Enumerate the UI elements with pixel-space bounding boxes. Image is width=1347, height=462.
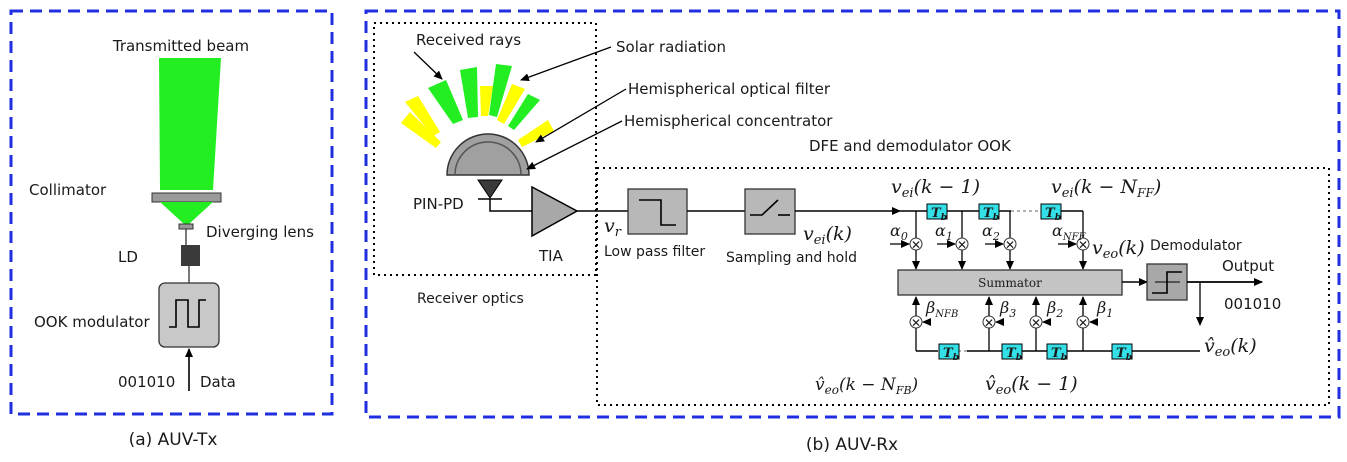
hemispherical-concentrator xyxy=(454,141,522,176)
hemispherical-concentrator-label: Hemispherical concentrator xyxy=(624,112,833,130)
svg-text:✕: ✕ xyxy=(1031,316,1041,330)
received-ray xyxy=(460,67,478,118)
alpha0-label: α0 xyxy=(890,221,908,243)
collimator xyxy=(151,192,222,203)
svg-text:✕: ✕ xyxy=(957,238,967,252)
vhat-eo-k-nfb-label: v̂eo(k − NFB) xyxy=(815,375,918,397)
tx-bits-label: 001010 xyxy=(118,373,175,391)
ld-label: LD xyxy=(118,248,138,266)
receiver-optics-label: Receiver optics xyxy=(417,291,524,307)
transmitted-beam-label: Transmitted beam xyxy=(112,37,249,55)
received-rays-arrow xyxy=(413,51,443,80)
beta3-label: β3 xyxy=(999,298,1016,320)
beta-nfb-label: βNFB xyxy=(925,298,958,320)
dfe-title: DFE and demodulator OOK xyxy=(809,137,1012,155)
ff-delay-1: Tb xyxy=(926,203,948,223)
v-r-label: vr xyxy=(604,215,622,240)
fb-multiplier-nfb: ✕ xyxy=(909,315,923,330)
ff-multiplier-nff: ✕ xyxy=(1076,237,1090,252)
lpf-icon xyxy=(639,199,676,226)
fb-delay-1: Tb xyxy=(1111,343,1133,363)
low-pass-filter-label: Low pass filter xyxy=(604,244,705,260)
demodulator-label: Demodulator xyxy=(1150,238,1242,254)
fb-multiplier-3: ✕ xyxy=(982,315,996,330)
svg-text:✕: ✕ xyxy=(1078,238,1088,252)
sampling-hold-block xyxy=(744,188,796,235)
v-ei-k-nff-label: vei(k − NFF) xyxy=(1051,176,1161,201)
collimator-label: Collimator xyxy=(29,181,107,199)
solar-ray xyxy=(497,84,525,124)
switch-icon xyxy=(750,199,779,216)
diverging-lens-label: Diverging lens xyxy=(206,223,314,241)
solar-ray xyxy=(518,120,554,147)
v-ei-k-label: vei(k) xyxy=(803,223,852,248)
concentrator-arrow xyxy=(526,120,623,170)
ook-modulator-label: OOK modulator xyxy=(34,313,150,331)
v-ei-k-1-label: vei(k − 1) xyxy=(891,176,980,201)
solar-ray xyxy=(401,112,441,148)
ff-delay-3: Tb xyxy=(1040,203,1062,223)
transmitted-beam xyxy=(159,58,221,190)
fb-delay-2: Tb xyxy=(1046,343,1068,363)
alpha2-label: α2 xyxy=(982,221,1000,243)
tx-caption: (a) AUV-Tx xyxy=(129,430,218,450)
sampling-hold-label: Sampling and hold xyxy=(726,250,857,266)
solar-radiation-label: Solar radiation xyxy=(616,38,726,56)
ff-multiplier-0: ✕ xyxy=(909,237,923,252)
ff-multiplier-2: ✕ xyxy=(1003,237,1017,252)
ff-multiplier-1: ✕ xyxy=(955,237,969,252)
ook-modulator-block xyxy=(158,282,220,348)
pin-photodiode xyxy=(477,179,503,199)
solar-radiation-arrow xyxy=(520,46,612,82)
dfe-box xyxy=(596,167,1330,406)
v-eo-k-label: veo(k) xyxy=(1092,237,1145,262)
svg-text:✕: ✕ xyxy=(984,316,994,330)
svg-text:✕: ✕ xyxy=(1005,238,1015,252)
vhat-eo-k-1-label: v̂eo(k − 1) xyxy=(985,373,1078,398)
received-ray xyxy=(489,64,512,117)
data-label: Data xyxy=(200,373,236,391)
vhat-eo-k-label: v̂eo(k) xyxy=(1204,335,1257,360)
hemispherical-filter-label: Hemispherical optical filter xyxy=(628,80,831,98)
hemispherical-optical-filter xyxy=(446,133,530,176)
svg-text:✕: ✕ xyxy=(911,238,921,252)
pin-pd-label: PIN-PD xyxy=(413,195,464,213)
tia-label: TIA xyxy=(538,247,564,265)
filter-arrow xyxy=(535,88,627,143)
svg-text:✕: ✕ xyxy=(911,316,921,330)
ook-waveform-icon xyxy=(169,299,206,328)
beta1-label: β1 xyxy=(1096,298,1113,320)
svg-text:✕: ✕ xyxy=(1078,316,1088,330)
received-ray xyxy=(428,80,463,124)
laser-diode xyxy=(181,245,200,266)
tx-frame xyxy=(9,9,334,416)
solar-ray xyxy=(480,86,493,116)
pd-to-tia-wire xyxy=(489,199,532,212)
fb-multiplier-1: ✕ xyxy=(1076,315,1090,330)
receiver-optics-box xyxy=(373,22,597,276)
received-ray xyxy=(508,94,540,130)
fb-multiplier-2: ✕ xyxy=(1029,315,1043,330)
rx-frame xyxy=(364,9,1341,419)
rx-caption: (b) AUV-Rx xyxy=(806,435,898,455)
summator-label: Summator xyxy=(978,276,1042,290)
tia-amplifier xyxy=(531,185,579,238)
diverging-beam xyxy=(160,202,213,224)
fb-delay-4: Tb xyxy=(938,343,960,363)
alpha1-label: α1 xyxy=(935,221,953,243)
alpha-nff-label: αNFF xyxy=(1052,221,1087,243)
received-rays-label: Received rays xyxy=(416,31,521,49)
output-bits-label: 001010 xyxy=(1224,295,1281,313)
output-label: Output xyxy=(1222,257,1274,275)
beta2-label: β2 xyxy=(1046,298,1063,320)
ff-delay-2: Tb xyxy=(978,203,1000,223)
diverging-lens xyxy=(178,223,194,230)
solar-ray xyxy=(405,96,440,136)
summator-block xyxy=(897,269,1123,296)
low-pass-filter-block xyxy=(627,188,688,235)
fb-delay-3: Tb xyxy=(1001,343,1023,363)
